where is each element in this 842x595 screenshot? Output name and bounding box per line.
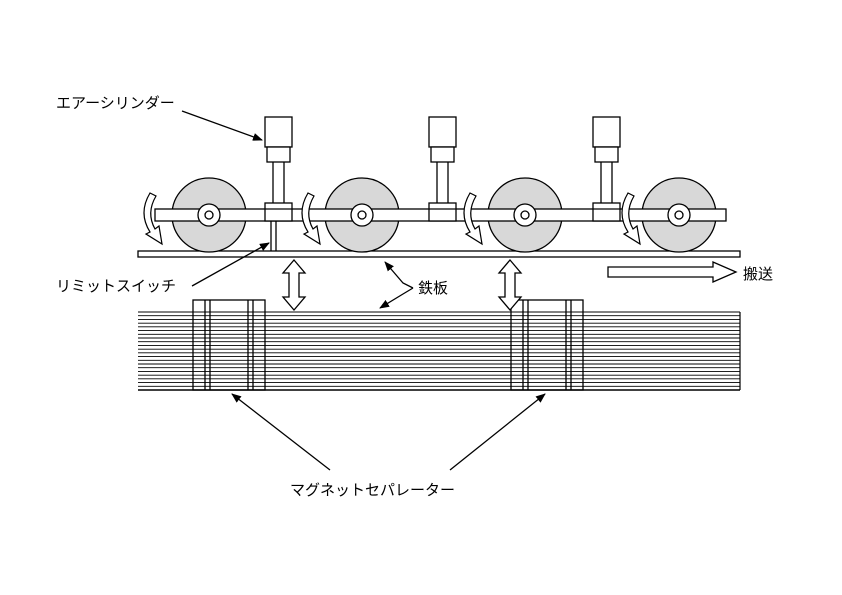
magnet-separator-right xyxy=(510,299,584,391)
conveyance-label: 搬送 xyxy=(743,265,773,283)
limit-switch-label: リミットスイッチ xyxy=(56,277,176,295)
air-cylinder xyxy=(428,116,457,222)
lift-arrow-left xyxy=(281,258,307,312)
magnet-separator-label: マグネットセパレーター xyxy=(290,481,455,499)
air-cylinder xyxy=(264,116,293,222)
magnet-separator-left xyxy=(192,299,266,391)
limit-switch xyxy=(270,221,277,251)
conveyed-steel-plate xyxy=(137,250,741,258)
rotation-arrow-icon xyxy=(143,192,163,246)
rotation-arrow-icon xyxy=(301,192,321,246)
steel-sheet-stack xyxy=(138,311,741,391)
air-cylinder xyxy=(592,116,621,222)
leader-lines xyxy=(181,110,546,471)
rotation-arrow-icon xyxy=(621,192,641,246)
rotation-arrow-icon xyxy=(463,192,483,246)
lift-arrow-right xyxy=(497,258,523,312)
air-cylinder-label: エアーシリンダー xyxy=(56,94,175,112)
steel-plate-label: 鉄板 xyxy=(418,279,448,297)
conveyance-arrow xyxy=(607,261,738,283)
rotation-arrows xyxy=(143,192,641,246)
roller-hubs xyxy=(197,203,691,227)
